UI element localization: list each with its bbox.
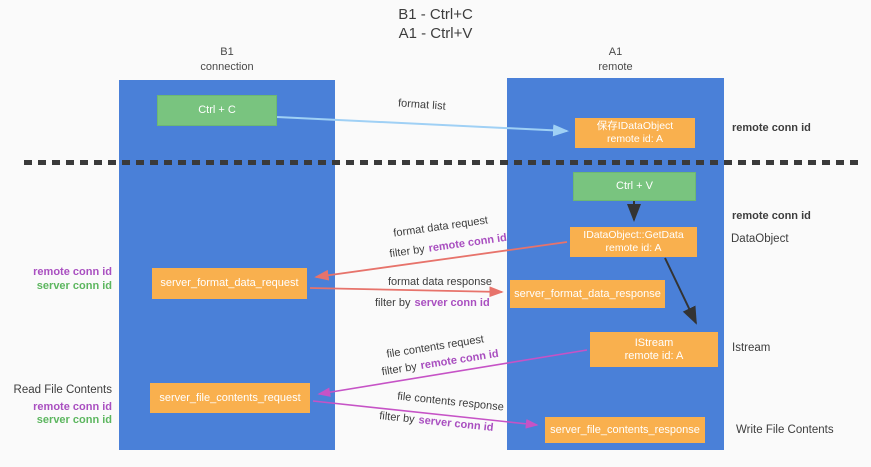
remote-conn-id-text: remote conn id — [427, 231, 508, 255]
node-format-request-label: server_format_data_request — [160, 277, 299, 289]
server-conn-id-text: server conn id — [414, 297, 490, 309]
edge-label-format-list: format list — [397, 97, 447, 113]
annotation-read-file-contents: Read File Contents — [13, 384, 112, 396]
node-istream-line2: remote id: A — [624, 349, 684, 362]
lane-b1-subtitle: connection — [200, 61, 254, 73]
lane-header-b1: B1 connection — [119, 45, 335, 75]
server-conn-id-text: server conn id — [417, 414, 494, 434]
node-file-response-label: server_file_contents_response — [550, 423, 700, 436]
node-istream: IStream remote id: A — [590, 332, 718, 367]
node-ctrl-v-label: Ctrl + V — [616, 180, 653, 192]
title-line-2: A1 - Ctrl+V — [398, 25, 473, 42]
node-server-format-data-response: server_format_data_response — [510, 280, 665, 308]
arrow-format-data-response — [309, 286, 504, 298]
annotation-remote-conn-id-mid: remote conn id — [732, 210, 811, 222]
node-server-file-contents-response: server_file_contents_response — [545, 417, 705, 443]
node-file-request-label: server_file_contents_request — [159, 391, 301, 404]
node-save-idataobject-line1: 保存IDataObject — [596, 120, 674, 132]
title-line-1: B1 - Ctrl+C — [398, 6, 473, 23]
edge-label-file-contents-response: file contents response — [396, 390, 505, 414]
node-getdata-line1: IDataObject::GetData — [583, 229, 684, 241]
lane-b1-title: B1 — [220, 46, 234, 58]
node-ctrl-c: Ctrl + C — [157, 95, 277, 126]
annotation-remote-conn-id-left-1: remote conn id — [33, 266, 112, 278]
node-idataobject-getdata: IDataObject::GetData remote id: A — [570, 227, 697, 257]
annotation-istream: Istream — [732, 342, 771, 354]
node-format-response-label: server_format_data_response — [514, 287, 661, 300]
annotation-server-conn-id-left-1: server conn id — [36, 280, 112, 292]
filter-by-text: filter by — [375, 297, 411, 309]
edge-label-format-data-response: format data response — [388, 276, 492, 288]
node-getdata-line2: remote id: A — [605, 242, 662, 254]
annotation-remote-conn-id-left-2: remote conn id — [33, 401, 112, 413]
node-ctrl-c-label: Ctrl + C — [198, 104, 236, 116]
filter-by-text: filter by — [388, 243, 426, 261]
node-server-format-data-request: server_format_data_request — [152, 268, 307, 299]
annotation-dataobject: DataObject — [731, 233, 789, 245]
diagram-title: B1 - Ctrl+C A1 - Ctrl+V — [0, 5, 871, 43]
annotation-server-conn-id-left-2: server conn id — [36, 414, 112, 426]
lane-a1-title: A1 — [608, 46, 623, 58]
node-server-file-contents-request: server_file_contents_request — [150, 383, 310, 413]
lane-a1-subtitle: remote — [598, 61, 633, 73]
filter-by-text: filter by — [378, 410, 416, 426]
lane-header-a1: A1 remote — [507, 45, 724, 75]
annotation-remote-conn-id-top: remote conn id — [732, 122, 811, 134]
annotation-write-file-contents: Write File Contents — [736, 424, 834, 436]
node-save-idataobject: 保存IDataObject remote id: A — [575, 118, 695, 148]
node-ctrl-v: Ctrl + V — [573, 172, 696, 201]
filter-by-text: filter by — [380, 360, 418, 379]
node-save-idataobject-line2: remote id: A — [606, 133, 664, 145]
node-istream-line1: IStream — [634, 336, 674, 349]
section-divider-dashed-line — [24, 160, 862, 165]
